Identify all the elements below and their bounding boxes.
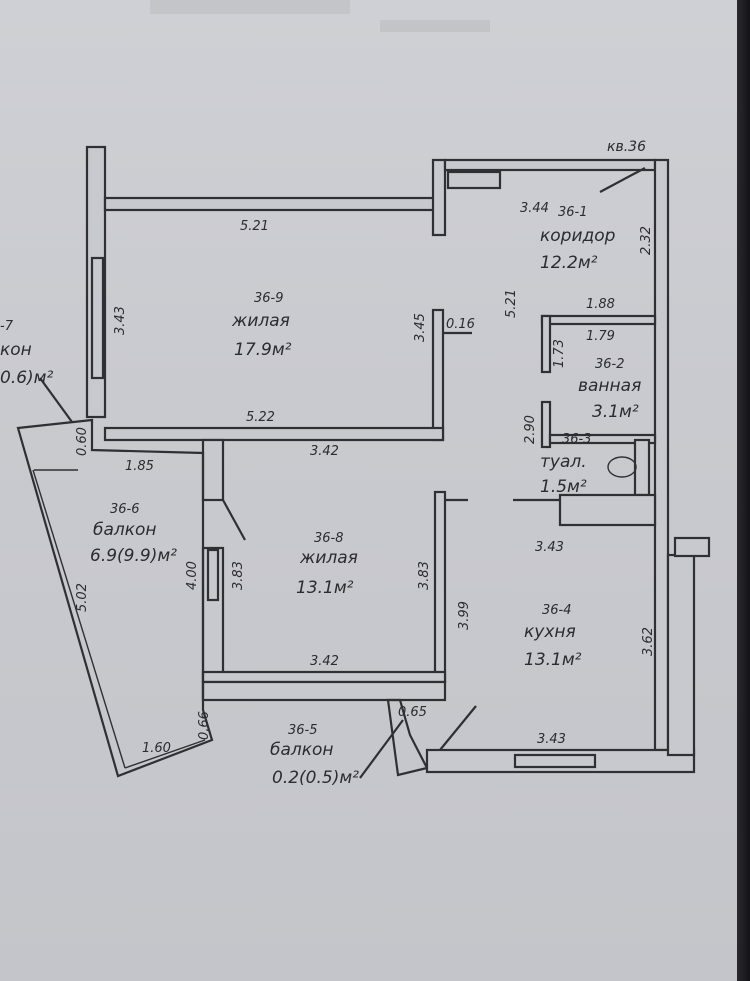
wall-room9-right: [431, 308, 445, 442]
dim-room9-left: 3.43: [113, 306, 128, 335]
wall-top-room9: [103, 196, 437, 212]
room-36-6-name: балкон: [93, 520, 157, 540]
room-36-9-area: 17.9м²: [234, 340, 292, 360]
room-7-area: 0.6)м²: [0, 368, 54, 388]
dim-corridor-top: 3.44: [520, 201, 549, 216]
dim-corridor-left: 5.21: [504, 289, 519, 318]
wall-right-outer: [653, 158, 670, 752]
window-room9: [90, 256, 105, 380]
kitchen-door-swing: [439, 705, 477, 751]
room-36-3-name: туал.: [540, 452, 587, 472]
room-36-4-name: кухня: [524, 622, 576, 642]
dim-kitchen-right: 3.62: [641, 627, 656, 656]
room-36-5-area: 0.2(0.5)м²: [272, 768, 359, 788]
photo-edge-shadow: [737, 0, 750, 981]
wall-kitchen-right-outer: [666, 553, 696, 757]
window-room8: [206, 548, 220, 602]
balcony-7-leader: [39, 377, 73, 423]
dim-room8-right: 3.83: [417, 561, 432, 590]
room-36-2-code: 36-2: [595, 357, 625, 372]
dim-room9-right: 3.45: [413, 313, 428, 342]
window-kitchen: [513, 753, 597, 769]
room-36-3-area: 1.5м²: [540, 477, 587, 497]
wall-room9-bottom: [103, 426, 445, 442]
dim-kitchen-left: 3.99: [457, 601, 472, 630]
dim-room8-top: 3.42: [310, 444, 339, 459]
balcony-36-5-outline: [386, 698, 429, 777]
room-36-8-code: 36-8: [314, 531, 344, 546]
dim-wall-offset: 0.16: [446, 317, 475, 332]
dim-room9-bottom: 5.22: [246, 410, 275, 425]
toilet-tank-icon: [633, 438, 651, 497]
dim-bath-height: 1.73: [552, 339, 567, 368]
wall-room8-right: [433, 490, 447, 684]
room-36-3-code: 36-3: [562, 432, 592, 447]
dim-room9-top: 5.21: [240, 219, 269, 234]
room-36-5-name: балкон: [270, 740, 334, 760]
wall-bath-top: [540, 314, 657, 326]
room-7-name: кон: [0, 340, 32, 360]
room-36-5-code: 36-5: [288, 723, 318, 738]
room-36-1-name: коридор: [540, 226, 616, 246]
dim-balcony6-top: 1.85: [125, 459, 154, 474]
room-36-8-area: 13.1м²: [296, 578, 354, 598]
dim-room8-bottom: 3.42: [310, 654, 339, 669]
dim-kitchen-bottom: 3.43: [537, 732, 566, 747]
room-36-2-area: 3.1м²: [592, 402, 639, 422]
wall-bath-left: [540, 314, 552, 374]
wall-toilet-left: [540, 400, 552, 449]
balcony-5-leader: [359, 719, 404, 779]
room-36-9-code: 36-9: [254, 291, 284, 306]
dim-balcony5: 0.65: [398, 705, 427, 720]
dim-balcony6-long: 5.02: [75, 583, 90, 612]
dim-balcony6-depth: 0.60: [75, 427, 90, 456]
wall-corridor-top: [443, 158, 657, 172]
wall-room9-corridor-top: [431, 158, 447, 237]
dim-bath-top: 1.88: [586, 297, 615, 312]
toilet-bowl-icon: [607, 456, 637, 478]
dim-balcony6-end: 1.60: [142, 741, 171, 756]
balcony-6-inner-rail: [32, 469, 126, 769]
balcony-36-6-outline: [16, 418, 214, 778]
dim-kitchen-top: 3.43: [535, 540, 564, 555]
wall-room8-left-top: [201, 438, 225, 502]
balcony-6-end-rail: [124, 739, 206, 769]
room-36-1-code: 36-1: [558, 205, 588, 220]
entrance-door-arc: [599, 167, 646, 193]
dim-room8-left: 3.83: [231, 561, 246, 590]
faint-header-text-2: [380, 20, 490, 32]
dim-toilet-height: 2.90: [523, 415, 538, 444]
dim-balcony6-end-depth: 0.66: [197, 711, 212, 740]
room-36-6-area: 6.9(9.9)м²: [90, 546, 177, 566]
room-36-6-code: 36-6: [110, 502, 140, 517]
apartment-number: кв.36: [607, 139, 646, 155]
room-36-2-name: ванная: [578, 376, 642, 396]
faint-header-text-1: [150, 0, 350, 14]
room-7-code: -7: [0, 319, 13, 334]
dim-balcony6-inner: 4.00: [185, 561, 200, 590]
wall-room8-bottom-outer: [201, 680, 447, 702]
wall-toilet-bottom: [558, 493, 657, 527]
room-36-4-area: 13.1м²: [524, 650, 582, 670]
room-36-9-name: жилая: [232, 311, 290, 331]
wall-bath-toilet: [548, 433, 657, 445]
room-36-4-code: 36-4: [542, 603, 572, 618]
wall-room8-bottom: [201, 670, 447, 684]
room-36-1-area: 12.2м²: [540, 253, 598, 273]
room-36-8-name: жилая: [300, 548, 358, 568]
corridor-niche: [446, 170, 502, 190]
kitchen-column: [673, 536, 711, 558]
dim-corridor-right: 2.32: [639, 226, 654, 255]
room8-door-swing: [222, 499, 246, 541]
dim-bath-inner: 1.79: [586, 329, 615, 344]
